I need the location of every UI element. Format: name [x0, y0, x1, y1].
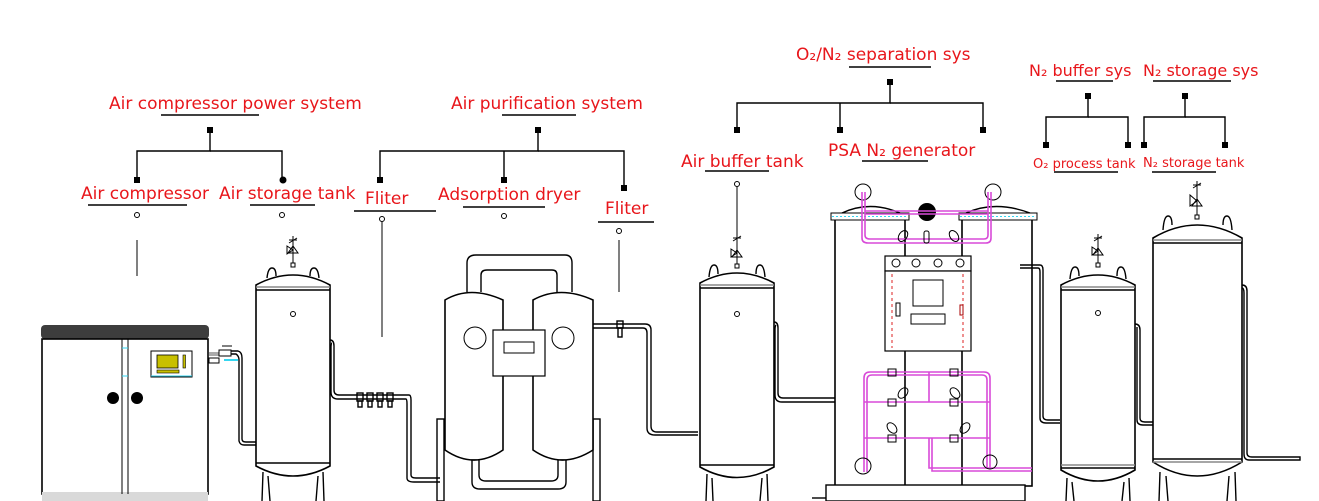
label-n2-storage-tank: N₂ storage tank — [1143, 156, 1245, 171]
safety-valve-icon — [286, 236, 299, 268]
label-n2-storage-sys: N₂ storage sys — [1143, 61, 1258, 80]
label-air-compressor: Air compressor — [81, 184, 209, 204]
hierarchy-tree-n2-buffer — [1043, 93, 1131, 148]
label-filter-2: Fliter — [605, 199, 648, 219]
label-adsorption-dryer: Adsorption dryer — [438, 185, 580, 205]
label-separation-sys: O₂/N₂ separation sys — [796, 45, 971, 65]
label-air-storage-tank: Air storage tank — [219, 184, 356, 204]
label-compressor-power-system: Air compressor power system — [109, 94, 362, 114]
psa-control-panel — [884, 270, 972, 352]
pipe-compressor-to-tank — [231, 350, 256, 446]
control-panel — [150, 350, 193, 378]
display-screen-icon — [156, 354, 179, 369]
door-handle-left-icon — [107, 392, 119, 404]
label-underlines — [88, 66, 1231, 223]
leader-lines — [134, 181, 740, 337]
pipe-psa-to-buffer — [1020, 264, 1060, 424]
pipe-dryer-to-buffer — [593, 320, 698, 436]
door-handle-right-icon — [131, 392, 143, 404]
safety-valve-icon — [1189, 181, 1203, 220]
hierarchy-tree-n2-storage — [1141, 93, 1228, 148]
o2-process-tank[interactable] — [1060, 234, 1136, 501]
air-compressor[interactable] — [41, 325, 238, 501]
pipe-n2-outlet — [1241, 284, 1301, 461]
post-filter-icon — [616, 320, 624, 338]
pipe-buffer-to-psa — [773, 321, 836, 403]
labels: Air compressor power system Air compress… — [81, 45, 1258, 219]
label-filter-1: Fliter — [365, 189, 408, 209]
pipe-tank-to-dryer — [329, 339, 440, 483]
n2-storage-tank[interactable] — [1152, 181, 1243, 501]
label-psa-generator: PSA N₂ generator — [828, 141, 975, 161]
label-o2-process-tank: O₂ process tank — [1033, 157, 1136, 172]
label-n2-buffer-sys: N₂ buffer sys — [1029, 61, 1131, 80]
hierarchy-tree-purification — [377, 127, 627, 191]
adsorption-dryer[interactable] — [436, 254, 601, 501]
psa-n2-generator[interactable] — [812, 183, 1038, 501]
pressure-indicator-icon — [918, 203, 936, 221]
filter-bank-icon — [356, 392, 394, 408]
hierarchy-tree-separation — [734, 79, 986, 133]
compressor-roof — [41, 325, 209, 339]
label-air-buffer-tank: Air buffer tank — [681, 152, 804, 172]
air-storage-tank[interactable] — [255, 236, 331, 501]
safety-valve-icon — [1091, 234, 1104, 268]
label-air-purification-system: Air purification system — [451, 94, 643, 114]
safety-valve-icon — [730, 235, 743, 269]
air-buffer-tank[interactable] — [699, 235, 775, 501]
pipe-buffer-to-storage — [1134, 323, 1153, 426]
hierarchy-tree-compressor — [134, 127, 287, 184]
